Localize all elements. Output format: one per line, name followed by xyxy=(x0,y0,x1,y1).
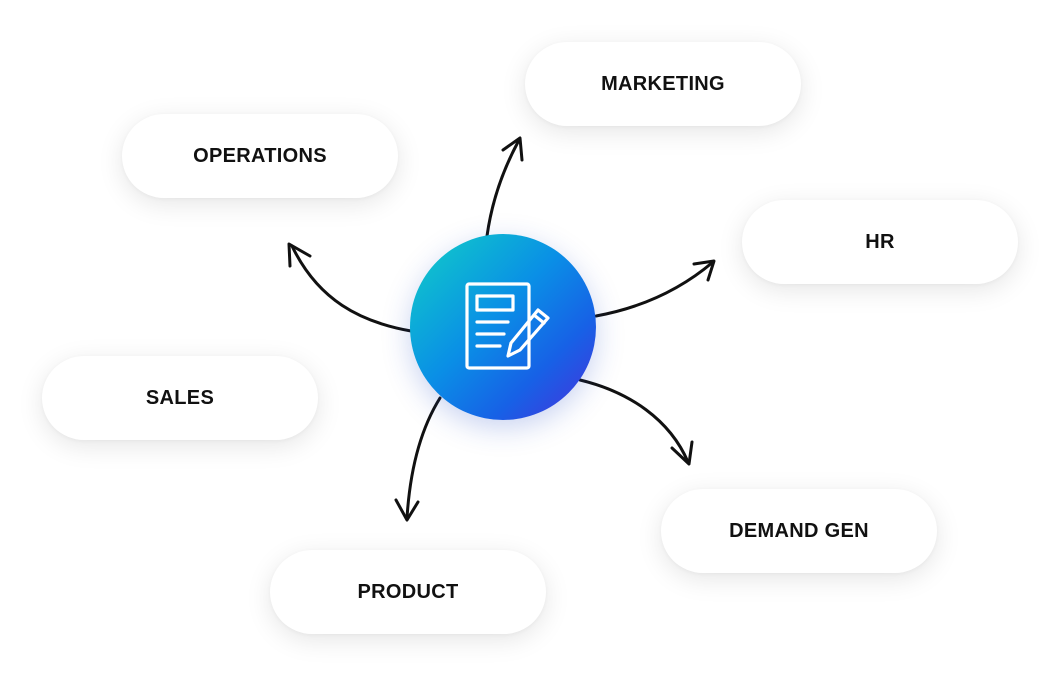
node-product: PRODUCT xyxy=(270,550,546,634)
node-marketing-label: MARKETING xyxy=(601,72,725,95)
node-hr: HR xyxy=(742,200,1018,284)
central-hub xyxy=(410,234,596,420)
arrow-to-hr xyxy=(594,259,716,318)
arrow-to-product xyxy=(394,396,442,522)
node-demand-gen-label: DEMAND GEN xyxy=(729,519,869,542)
node-product-label: PRODUCT xyxy=(357,580,459,603)
arrow-to-operations xyxy=(287,242,413,333)
node-sales-label: SALES xyxy=(145,386,215,409)
document-edit-icon xyxy=(465,282,550,370)
node-sales: SALES xyxy=(42,356,318,440)
arrow-to-marketing xyxy=(485,136,524,238)
node-demand-gen: DEMAND GEN xyxy=(661,489,937,573)
node-hr-label: HR xyxy=(865,230,895,253)
node-operations-label: OPERATIONS xyxy=(193,144,327,167)
node-operations: OPERATIONS xyxy=(122,114,398,198)
arrow-to-demand-gen xyxy=(578,378,694,466)
node-marketing: MARKETING xyxy=(525,42,801,126)
